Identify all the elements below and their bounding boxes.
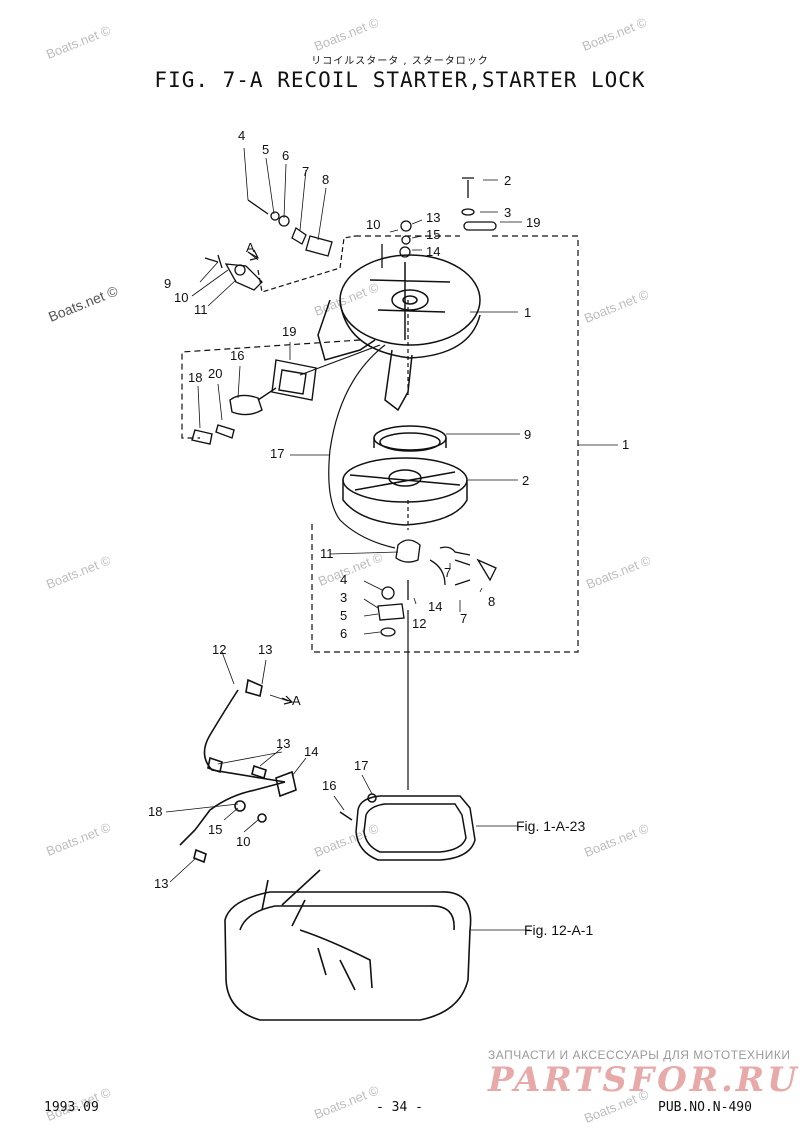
assembly-dashed-box (311, 235, 579, 653)
callout: 15 (426, 227, 440, 242)
callout: 18 (148, 804, 162, 819)
callout: Fig. 1-A-23 (516, 818, 585, 834)
callout: 8 (488, 594, 495, 609)
callout: 13 (154, 876, 168, 891)
callout: 19 (282, 324, 296, 339)
callout: 15 (208, 822, 222, 837)
callout: Fig. 12-A-1 (524, 922, 593, 938)
callout: 7 (444, 565, 451, 580)
callout: 9 (164, 276, 171, 291)
lock-cable (179, 678, 297, 864)
japanese-title: リコイルスタータ , スタータロック (311, 56, 489, 67)
starter-rope (328, 344, 396, 549)
callout: 13 (276, 736, 290, 751)
small-fasteners (204, 177, 497, 291)
callout: 3 (504, 205, 511, 220)
starter-lock-parts (377, 539, 497, 637)
starter-pulley (342, 457, 468, 526)
callout: 14 (426, 244, 440, 259)
callout-labels: 4 5 6 7 8 2 3 19 10 13 15 14 A 9 10 11 1… (148, 128, 629, 938)
dashed-leader-A (257, 235, 356, 293)
callout: 17 (270, 446, 284, 461)
callout: 1 (524, 305, 531, 320)
figure-title: FIG. 7-A RECOIL STARTER,STARTER LOCK (154, 68, 646, 92)
callout: 7 (460, 611, 467, 626)
callout: A (292, 693, 301, 708)
callout: 14 (428, 599, 442, 614)
callout: 16 (322, 778, 336, 793)
callout: 10 (236, 834, 250, 849)
brand-tagline: ЗАПЧАСТИ И АКСЕССУАРЫ ДЛЯ МОТОТЕХНИКИ (488, 1048, 791, 1062)
callout: 11 (194, 302, 208, 317)
callout: 6 (282, 148, 289, 163)
starter-handle (191, 359, 317, 445)
callout: 4 (238, 128, 245, 143)
callout: 16 (230, 348, 244, 363)
callout: 20 (208, 366, 222, 381)
callout: 11 (320, 546, 334, 561)
arrow-A-lower (281, 695, 294, 705)
callout: 6 (340, 626, 347, 641)
dashed-leader-left (181, 339, 361, 439)
callout: 14 (304, 744, 318, 759)
callout: 5 (340, 608, 347, 623)
callout: A (246, 240, 255, 255)
callout: 2 (504, 173, 511, 188)
callout: 12 (212, 642, 226, 657)
page-number: - 34 - (376, 1100, 423, 1115)
rope-to-handle (299, 344, 381, 376)
callout: 10 (174, 290, 188, 305)
starter-case (317, 254, 481, 412)
callout: 19 (526, 215, 540, 230)
leader-lines (165, 147, 530, 931)
brand-logo: PARTSFOR.RU (488, 1060, 800, 1100)
cowl-ring (339, 793, 476, 861)
callout: 18 (188, 370, 202, 385)
bottom-cowling (224, 869, 472, 1021)
callout: 10 (366, 217, 380, 232)
callout: 9 (524, 427, 531, 442)
callout: 7 (302, 164, 309, 179)
footer-date: 1993.09 (44, 1100, 99, 1115)
callout: 2 (522, 473, 529, 488)
callout: 1 (622, 437, 629, 452)
callout: 17 (354, 758, 368, 773)
callout: 3 (340, 590, 347, 605)
callout: 8 (322, 172, 329, 187)
callout: 4 (340, 572, 347, 587)
callout: 13 (426, 210, 440, 225)
arrow-A-upper (247, 249, 259, 261)
callout: 13 (258, 642, 272, 657)
recoil-spring (373, 425, 447, 452)
callout: 5 (262, 142, 269, 157)
callout: 12 (412, 616, 426, 631)
publication-number: PUB.NO.N-490 (658, 1100, 752, 1115)
